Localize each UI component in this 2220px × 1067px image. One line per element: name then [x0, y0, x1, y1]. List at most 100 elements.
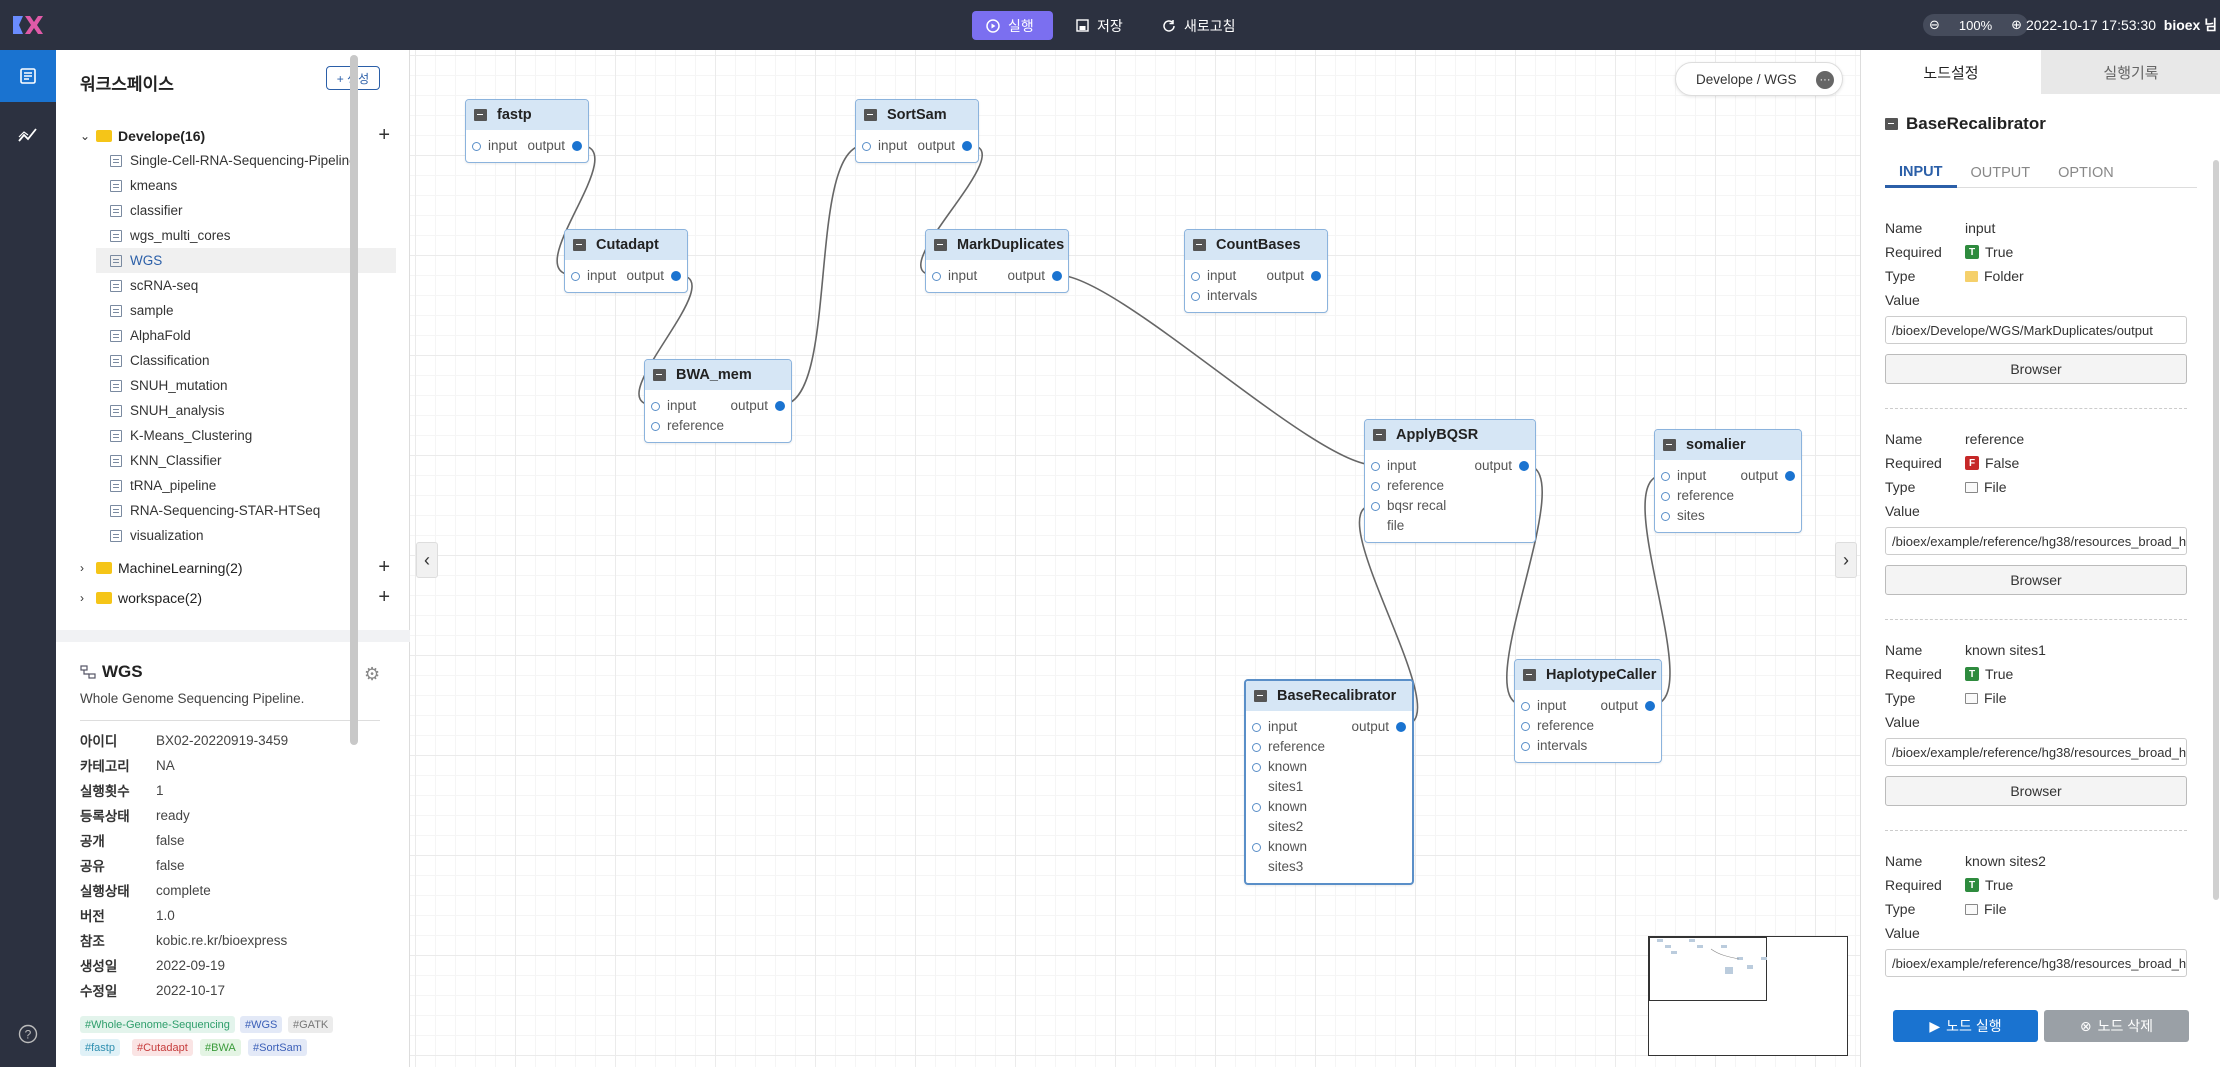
port-dot[interactable] — [572, 141, 582, 151]
input-port[interactable]: input — [1521, 696, 1566, 716]
port-dot[interactable] — [1521, 741, 1530, 751]
subtab-input[interactable]: INPUT — [1885, 158, 1957, 188]
port-dot[interactable] — [1371, 501, 1380, 511]
tree-item[interactable]: Single-Cell-RNA-Sequencing-Pipeline — [96, 148, 396, 173]
input-port[interactable]: reference — [651, 416, 724, 436]
input-port[interactable]: input — [651, 396, 696, 416]
port-dot[interactable] — [1521, 701, 1530, 711]
port-dot[interactable] — [1661, 471, 1670, 481]
output-port[interactable]: output — [1740, 466, 1795, 486]
tag-badge[interactable]: #Whole-Genome-Sequencing — [80, 1016, 235, 1033]
input-port[interactable]: input — [472, 136, 517, 156]
tree-item[interactable]: WGS — [96, 248, 396, 273]
node-header[interactable]: SortSam — [856, 100, 978, 130]
input-port[interactable]: input — [932, 266, 977, 286]
tree-item[interactable]: classifier — [96, 198, 396, 223]
rail-workspace-button[interactable] — [0, 50, 56, 102]
input-port[interactable]: known — [1252, 797, 1307, 817]
port-dot[interactable] — [1252, 802, 1261, 812]
tree-item[interactable]: visualization — [96, 523, 396, 548]
value-input[interactable]: /bioex/example/reference/hg38/resources_… — [1885, 738, 2187, 766]
input-port[interactable]: sites1 — [1268, 777, 1303, 797]
port-dot[interactable] — [1661, 511, 1670, 521]
chevron-down-icon[interactable]: ⌄ — [80, 128, 91, 143]
node-header[interactable]: fastp — [466, 100, 588, 130]
input-port[interactable]: input — [1191, 266, 1236, 286]
output-port[interactable]: output — [1007, 266, 1062, 286]
node-header[interactable]: MarkDuplicates — [926, 230, 1068, 260]
more-icon[interactable]: ··· — [1816, 71, 1834, 89]
input-port[interactable]: input — [571, 266, 616, 286]
port-dot[interactable] — [1645, 701, 1655, 711]
output-port[interactable]: output — [1600, 696, 1655, 716]
tree-item[interactable]: scRNA-seq — [96, 273, 396, 298]
collapse-right-button[interactable]: › — [1835, 542, 1857, 578]
port-dot[interactable] — [775, 401, 785, 411]
browser-button[interactable]: Browser — [1885, 565, 2187, 595]
tree-item[interactable]: tRNA_pipeline — [96, 473, 396, 498]
output-port[interactable]: output — [626, 266, 681, 286]
input-port[interactable]: input — [1371, 456, 1416, 476]
connection-wire[interactable] — [780, 144, 866, 406]
port-dot[interactable] — [1519, 461, 1529, 471]
input-port[interactable]: file — [1387, 516, 1404, 536]
node-header[interactable]: HaplotypeCaller — [1515, 660, 1661, 690]
output-port[interactable]: output — [917, 136, 972, 156]
port-dot[interactable] — [1252, 762, 1261, 772]
tree-item[interactable]: kmeans — [96, 173, 396, 198]
port-dot[interactable] — [472, 141, 481, 151]
tree-item[interactable]: SNUH_mutation — [96, 373, 396, 398]
input-port[interactable]: sites3 — [1268, 857, 1303, 877]
gear-icon[interactable]: ⚙ — [364, 664, 381, 684]
tree-item[interactable]: K-Means_Clustering — [96, 423, 396, 448]
port-dot[interactable] — [1191, 271, 1200, 281]
port-dot[interactable] — [651, 401, 660, 411]
port-dot[interactable] — [1661, 491, 1670, 501]
input-port[interactable]: known — [1252, 837, 1307, 857]
tree-item[interactable]: AlphaFold — [96, 323, 396, 348]
port-dot[interactable] — [1521, 721, 1530, 731]
input-port[interactable]: intervals — [1191, 286, 1257, 306]
tree-item[interactable]: RNA-Sequencing-STAR-HTSeq — [96, 498, 396, 523]
port-dot[interactable] — [671, 271, 681, 281]
folder-machinelearning[interactable]: › MachineLearning(2) + — [80, 555, 390, 580]
port-dot[interactable] — [1191, 291, 1200, 301]
tree-item[interactable]: sample — [96, 298, 396, 323]
rail-help-button[interactable]: ? — [0, 1008, 56, 1060]
node-header[interactable]: BaseRecalibrator — [1246, 681, 1412, 711]
port-dot[interactable] — [1371, 461, 1380, 471]
port-dot[interactable] — [1311, 271, 1321, 281]
add-icon[interactable]: + — [378, 556, 390, 578]
chevron-right-icon[interactable]: › — [80, 590, 84, 605]
rail-analytics-button[interactable] — [0, 109, 56, 161]
tag-badge[interactable]: #SortSam — [248, 1039, 307, 1056]
input-port[interactable]: input — [1661, 466, 1706, 486]
value-input[interactable]: /bioex/example/reference/hg38/resources_… — [1885, 949, 2187, 977]
app-logo[interactable] — [0, 0, 56, 50]
port-dot[interactable] — [651, 421, 660, 431]
output-port[interactable]: output — [1474, 456, 1529, 476]
zoom-out-icon[interactable]: ⊖ — [1929, 17, 1940, 32]
user-name[interactable]: bioex 님 — [2163, 17, 2218, 33]
port-dot[interactable] — [862, 141, 871, 151]
output-port[interactable]: output — [527, 136, 582, 156]
port-dot[interactable] — [1371, 481, 1380, 491]
collapse-left-button[interactable]: ‹ — [416, 542, 438, 578]
input-port[interactable]: input — [1252, 717, 1297, 737]
input-port[interactable]: reference — [1521, 716, 1594, 736]
input-port[interactable]: known — [1252, 757, 1307, 777]
port-dot[interactable] — [1052, 271, 1062, 281]
chevron-right-icon[interactable]: › — [80, 560, 84, 575]
tree-item[interactable]: SNUH_analysis — [96, 398, 396, 423]
tree-item[interactable]: KNN_Classifier — [96, 448, 396, 473]
node-fastp[interactable]: fastp input output — [465, 99, 589, 163]
port-dot[interactable] — [1396, 722, 1406, 732]
input-port[interactable]: sites — [1661, 506, 1705, 526]
tag-badge[interactable]: #Cutadapt — [132, 1039, 193, 1056]
input-port[interactable]: bqsr recal — [1371, 496, 1446, 516]
tab-node-settings[interactable]: 노드설정 — [1861, 50, 2041, 94]
